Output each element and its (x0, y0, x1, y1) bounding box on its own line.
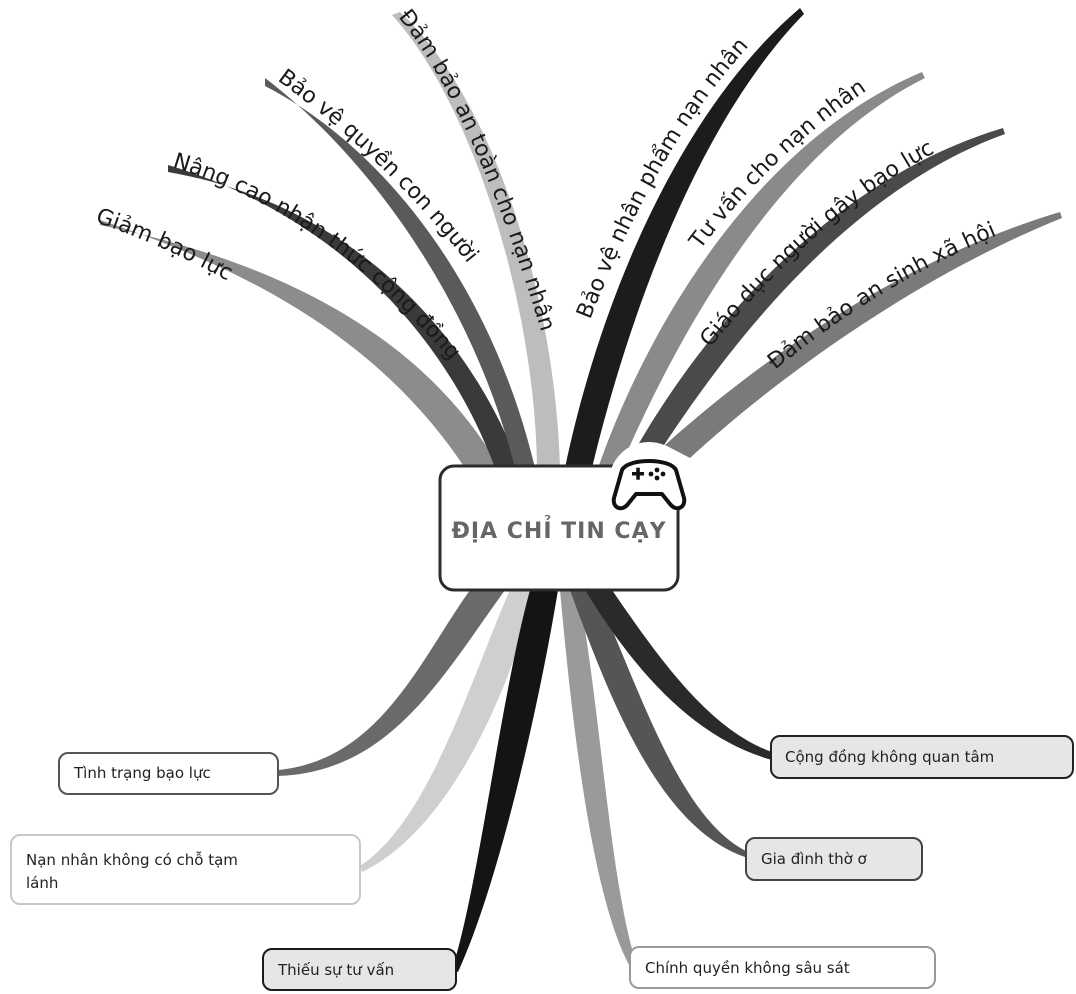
lower-topic-boxes: Tình trạng bạo lực Nạn nhân không có chỗ… (10, 735, 1074, 991)
topic-chinh-quyen-label: Chính quyền không sâu sát (645, 959, 850, 977)
topic-gia-dinh-label: Gia đình thờ ơ (761, 850, 868, 868)
topic-nan-nhan-label-line2: lánh (26, 874, 58, 892)
topic-chinh-quyen[interactable]: Chính quyền không sâu sát (629, 946, 936, 989)
branch-cong-dong (585, 590, 772, 760)
upper-branch-ribbons (100, 8, 1062, 470)
branch-chinh-quyen (560, 590, 638, 970)
branch-bao-ve-quyen (265, 78, 535, 468)
central-topic-title: ĐỊA CHỈ TIN CẬY (451, 516, 666, 544)
lower-branch-ribbons (278, 590, 772, 972)
topic-gia-dinh[interactable]: Gia đình thờ ơ (745, 837, 923, 881)
branch-thieu-su (452, 590, 558, 972)
label-dam-bao-an-toan: Đảm bảo an toàn cho nạn nhân (393, 5, 559, 334)
topic-thieu-su-label: Thiếu sự tư vấn (277, 961, 394, 979)
gamepad-icon (609, 442, 689, 522)
branch-giam-bao-luc (100, 220, 500, 468)
topic-tinh-trang-label: Tình trạng bạo lực (73, 764, 211, 782)
label-giam-bao-luc: Giảm bạo lực (93, 204, 237, 286)
topic-thieu-su[interactable]: Thiếu sự tư vấn (262, 948, 457, 991)
topic-nan-nhan[interactable]: Nạn nhân không có chỗ tạm lánh (10, 834, 361, 905)
label-nhan-pham: Bảo vệ nhân phẩm nạn nhân (572, 33, 753, 322)
branch-gia-dinh (570, 590, 748, 858)
branch-dam-bao-an-toan (392, 12, 560, 468)
topic-cong-dong[interactable]: Cộng đồng không quan tâm (770, 735, 1074, 779)
branch-an-sinh (665, 212, 1062, 458)
branch-tu-van (598, 72, 925, 468)
topic-cong-dong-label: Cộng đồng không quan tâm (785, 748, 994, 766)
topic-nan-nhan-label-line1: Nạn nhân không có chỗ tạm (26, 851, 238, 869)
branch-nan-nhan (360, 590, 535, 872)
branch-nang-cao (168, 165, 520, 468)
topic-tinh-trang[interactable]: Tình trạng bạo lực (58, 752, 279, 795)
branch-giao-duc (625, 128, 1005, 470)
branch-nhan-pham (565, 8, 804, 468)
branch-tinh-trang (278, 590, 505, 776)
